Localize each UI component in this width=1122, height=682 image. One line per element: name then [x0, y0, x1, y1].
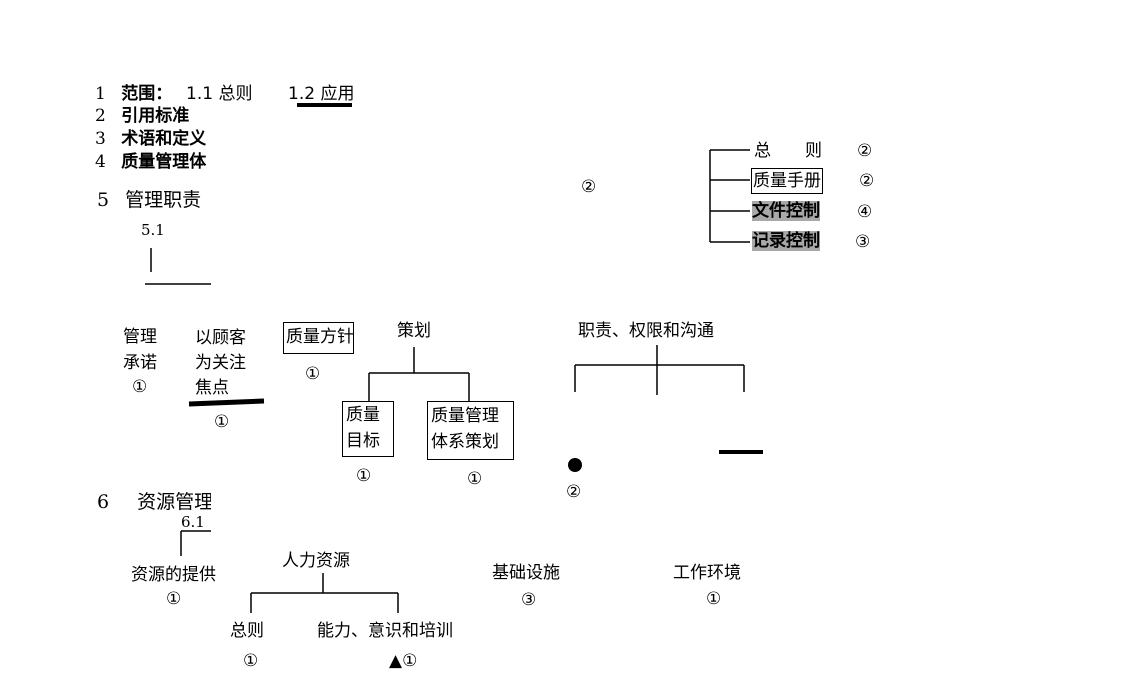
human-general-mark: ① — [243, 651, 259, 671]
section-6: 6 资源管理 — [97, 492, 211, 512]
section-6-title: 资源管理 — [137, 492, 211, 512]
section-1-num: 1 — [95, 84, 106, 104]
section-2-title: 引用标准 — [121, 106, 190, 126]
competence-label: 能力、意识和培训 — [317, 621, 453, 641]
qms-planning-mark: ① — [467, 469, 483, 489]
objectives-line1: 质量 — [346, 405, 380, 425]
planning-label: 策划 — [397, 321, 431, 341]
section-5-title: 管理职责 — [125, 189, 202, 211]
policy-mark: ① — [305, 364, 321, 384]
section-1-title: 范围： — [121, 84, 173, 104]
customer-line2: 为关注 — [195, 353, 246, 373]
policy-box: 质量方针 — [283, 322, 354, 354]
resp-label: 职责、权限和沟通 — [578, 321, 714, 341]
res-sub-num: 6.1 — [181, 513, 205, 531]
qms-planning-line1: 质量管理 — [431, 406, 499, 426]
section-3-num: 3 — [95, 129, 106, 149]
section-2: 2 引用标准 — [95, 106, 189, 126]
doc-item-general-mark: ② — [857, 141, 873, 161]
section-6-num: 6 — [97, 492, 110, 512]
doc-item-manual-mark: ② — [859, 171, 875, 191]
provision-mark: ① — [166, 589, 182, 609]
section-4-num: 4 — [95, 152, 106, 172]
provision-label: 资源的提供 — [131, 565, 216, 585]
env-label: 工作环境 — [673, 563, 741, 583]
section-5-num: 5 — [97, 189, 110, 211]
commit-line2: 承诺 — [123, 353, 157, 373]
section-3-title: 术语和定义 — [121, 129, 207, 149]
section-2-num: 2 — [95, 106, 106, 126]
doc-item-doc-control: 文件控制 — [752, 201, 820, 221]
doc-item-general: 总 则 — [754, 141, 822, 161]
section-4: 4 质量管理体 — [95, 152, 206, 172]
env-mark: ① — [706, 589, 722, 609]
human-general-label: 总则 — [230, 621, 264, 641]
section-3: 3 术语和定义 — [95, 129, 206, 149]
section-1: 1 范围： — [95, 84, 172, 104]
objectives-line2: 目标 — [346, 431, 380, 451]
doc-item-record-control: 记录控制 — [752, 231, 820, 251]
doc-item-manual: 质量手册 — [751, 168, 823, 194]
section-4-title: 质量管理体 — [121, 152, 207, 172]
doc-item-doc-control-mark: ④ — [857, 202, 873, 222]
objectives-box: 质量 目标 — [342, 401, 394, 457]
customer-line3: 焦点 — [195, 378, 229, 398]
customer-line1: 以顾客 — [195, 328, 246, 348]
subsection-1-1: 1.1 总则 — [186, 84, 253, 104]
objectives-mark: ① — [356, 466, 372, 486]
customer-mark: ① — [214, 412, 230, 432]
qms-planning-line2: 体系策划 — [431, 432, 499, 452]
resp-dot — [568, 458, 582, 472]
focus-underline — [188, 398, 265, 407]
human-label: 人力资源 — [282, 551, 350, 571]
infra-mark: ③ — [521, 590, 537, 610]
commit-mark: ① — [132, 377, 148, 397]
mgmt-sub-num: 5.1 — [141, 221, 165, 239]
commit-line1: 管理 — [123, 327, 157, 347]
subsection-1-2: 1.2 应用 — [288, 84, 355, 104]
infra-label: 基础设施 — [492, 563, 560, 583]
section-5: 5 管理职责 — [97, 190, 201, 210]
doc-item-record-control-mark: ③ — [855, 232, 871, 252]
qms-planning-box: 质量管理 体系策划 — [427, 401, 514, 460]
doc-lone-mark: ② — [581, 177, 597, 197]
resp-mark: ② — [566, 482, 582, 502]
competence-mark: ▲① — [389, 651, 418, 671]
